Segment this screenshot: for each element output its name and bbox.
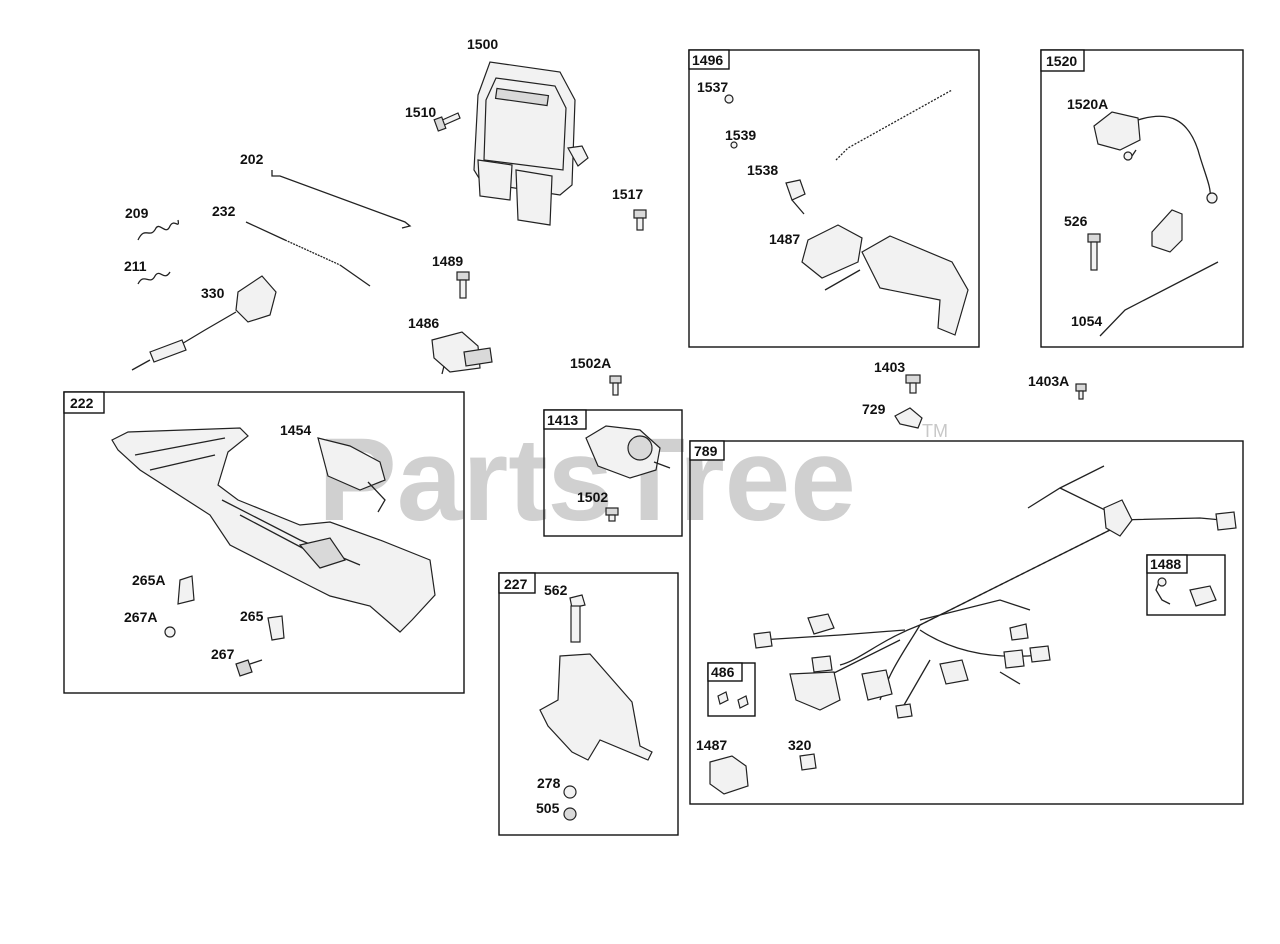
box-1520-tag [1040,49,1085,72]
label-526: 526 [1064,213,1088,229]
part-232-spring-rod [245,221,371,287]
part-1413-governor [585,425,671,522]
part-1510-screw [433,112,461,132]
watermark: PartsTree [318,414,856,546]
part-789-harness [753,465,1237,719]
label-1538: 1538 [747,162,778,178]
box-227 [498,572,679,836]
label-232: 232 [212,203,236,219]
part-202-rod [271,170,412,229]
label-1487-bottom: 1487 [696,737,727,753]
part-320-connector [799,753,817,771]
box-789-tag [689,440,725,461]
part-330-sensor [131,275,277,371]
part-1403A-screw [1075,383,1087,400]
label-505: 505 [536,800,560,816]
label-265A: 265A [132,572,165,588]
label-1403: 1403 [874,359,905,375]
box-1488-label: 1488 [1150,556,1181,572]
label-729: 729 [862,401,886,417]
label-1500: 1500 [467,36,498,52]
label-1510: 1510 [405,104,436,120]
part-1502A-screw [609,375,622,396]
label-1520A: 1520A [1067,96,1108,112]
label-1489: 1489 [432,253,463,269]
box-222-tag [63,391,105,414]
part-1517-screw [633,209,647,231]
box-1496-label: 1496 [692,52,723,68]
box-486-label: 486 [711,664,735,680]
part-729-clip [894,407,923,429]
part-1500-ecu [473,61,589,226]
part-227-bracket [539,594,653,821]
part-486-terminals [717,691,749,709]
label-209: 209 [125,205,149,221]
part-209-spring [137,219,180,241]
box-1413-label: 1413 [547,412,578,428]
label-265: 265 [240,608,264,624]
label-330: 330 [201,285,225,301]
box-789 [689,440,1244,805]
label-1486: 1486 [408,315,439,331]
label-211: 211 [124,258,147,274]
label-267A: 267A [124,609,157,625]
box-227-tag [498,572,536,594]
box-1520-label: 1520 [1046,53,1077,69]
watermark-tm: TM [922,421,948,441]
label-1054: 1054 [1071,313,1102,329]
label-1487-top: 1487 [769,231,800,247]
box-1520 [1040,49,1244,348]
box-1413 [543,409,683,537]
part-1520-assembly [1087,111,1219,337]
part-1403-screw [905,374,921,394]
box-1496 [688,49,980,348]
label-320: 320 [788,737,812,753]
label-1502: 1502 [577,489,608,505]
label-1539: 1539 [725,127,756,143]
box-222 [63,391,465,694]
part-1487-connector [709,755,749,795]
box-789-label: 789 [694,443,718,459]
box-1413-tag [543,409,587,430]
label-562: 562 [544,582,568,598]
box-486-tag [707,662,743,682]
box-1488-tag [1146,554,1188,574]
part-222-bracket [111,427,436,677]
label-278: 278 [537,775,561,791]
part-1486-sensor [431,331,493,375]
label-1454: 1454 [280,422,311,438]
label-267: 267 [211,646,235,662]
label-1537: 1537 [697,79,728,95]
box-227-label: 227 [504,576,528,592]
part-1496-assembly [724,89,969,336]
label-1502A: 1502A [570,355,611,371]
label-1403A: 1403A [1028,373,1069,389]
part-211-spring [137,271,171,285]
part-1488-connector [1155,577,1217,607]
box-222-label: 222 [70,395,94,411]
part-1489-bolt [456,271,470,299]
label-202: 202 [240,151,264,167]
label-1517: 1517 [612,186,643,202]
box-1496-tag [688,49,730,70]
